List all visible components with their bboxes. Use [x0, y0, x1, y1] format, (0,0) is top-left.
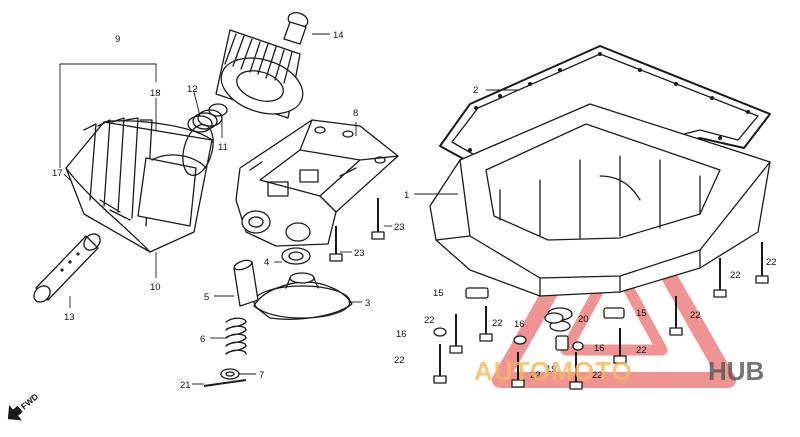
label-part-5: 5	[204, 292, 209, 303]
strainer-gasket	[281, 247, 311, 265]
watermark-text: AUTOMOTO HUB	[474, 356, 764, 386]
oil-strainer	[253, 272, 353, 320]
valve-washer	[220, 368, 240, 380]
label-part-16-c: 16	[594, 343, 605, 354]
pump-bolts	[329, 198, 385, 262]
watermark-text-hub: HUB	[708, 356, 764, 386]
label-part-9: 9	[115, 34, 120, 45]
label-part-15-right: 15	[636, 308, 647, 319]
label-part-22-a: 22	[766, 257, 777, 268]
label-part-22-f: 22	[394, 355, 405, 366]
label-part-10: 10	[150, 282, 161, 293]
label-part-4: 4	[264, 257, 269, 268]
label-part-3: 3	[365, 298, 370, 309]
label-part-13: 13	[64, 312, 75, 323]
label-part-8: 8	[353, 108, 358, 119]
oil-pan	[429, 103, 771, 332]
label-part-21: 21	[180, 380, 191, 391]
label-part-7: 7	[259, 370, 264, 381]
label-part-17: 17	[52, 168, 63, 179]
label-part-1: 1	[404, 190, 409, 201]
watermark-text-automoto: AUTOMOTO	[474, 356, 633, 386]
retaining-pin	[203, 379, 247, 387]
label-part-12: 12	[187, 84, 198, 95]
oil-filter-element	[215, 12, 309, 119]
pan-fittings	[433, 287, 625, 351]
label-part-22-d: 22	[492, 318, 503, 329]
label-part-22-h: 22	[592, 370, 603, 381]
label-part-11: 11	[218, 142, 228, 153]
label-part-23-lower: 23	[354, 248, 365, 259]
label-part-18: 18	[150, 88, 161, 99]
forward-direction-arrow	[7, 405, 23, 421]
label-part-22-g: 22	[530, 370, 541, 381]
oil-pump-body	[235, 119, 399, 247]
relief-valve-spring	[225, 317, 247, 355]
oil-pipe	[33, 233, 101, 303]
filter-housing-cover	[65, 117, 214, 253]
label-part-22-i: 22	[636, 345, 647, 356]
pan-bolts	[433, 242, 769, 390]
label-part-14: 14	[333, 30, 344, 41]
label-part-16-b: 16	[396, 329, 407, 340]
o-ring-set	[187, 103, 228, 133]
label-part-22-b: 22	[730, 270, 741, 281]
forward-label: FWD	[19, 391, 40, 411]
relief-valve-plunger	[233, 259, 259, 307]
label-part-15-left: 15	[433, 288, 444, 299]
label-part-19: 19	[546, 364, 557, 375]
label-part-23-upper: 23	[394, 222, 405, 233]
label-part-20: 20	[578, 314, 589, 325]
label-part-6: 6	[200, 334, 205, 345]
label-part-16-a: 16	[514, 319, 525, 330]
leader-lines	[59, 33, 520, 385]
label-part-22-c: 22	[690, 310, 701, 321]
label-part-22-e: 22	[424, 315, 435, 326]
label-part-2: 2	[473, 85, 478, 96]
